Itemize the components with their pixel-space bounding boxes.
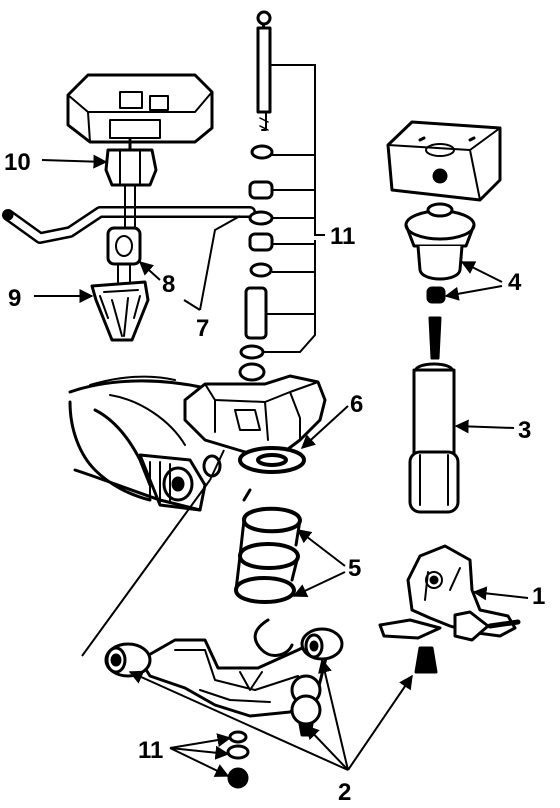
callout-4: 4 bbox=[508, 269, 522, 296]
steering-knuckle bbox=[378, 544, 521, 642]
stabilizer-bar bbox=[2, 206, 256, 244]
shock-absorber bbox=[408, 316, 460, 514]
callout-9: 9 bbox=[8, 285, 21, 312]
callout-7: 7 bbox=[196, 315, 209, 342]
coil-spring bbox=[234, 446, 306, 657]
callout-2: 2 bbox=[338, 779, 351, 806]
spring-tower bbox=[183, 374, 327, 457]
shock-rod-stack bbox=[238, 10, 274, 382]
stabilizer-bar-clamp bbox=[90, 280, 150, 342]
stabilizer-link-bushing bbox=[106, 184, 142, 283]
callout-8: 8 bbox=[162, 271, 175, 298]
strut-upper-mount bbox=[386, 120, 502, 304]
callout-3: 3 bbox=[518, 417, 531, 444]
callout-1: 1 bbox=[532, 583, 545, 610]
callout-6: 6 bbox=[350, 391, 363, 418]
stabilizer-bracket bbox=[66, 73, 214, 187]
lower-control-arm bbox=[104, 627, 344, 737]
callout-11-top: 11 bbox=[330, 223, 355, 250]
callout-5: 5 bbox=[348, 555, 361, 582]
callout-11-bottom: 11 bbox=[138, 737, 163, 764]
callout-10: 10 bbox=[4, 149, 31, 176]
leader-lines bbox=[34, 64, 529, 777]
